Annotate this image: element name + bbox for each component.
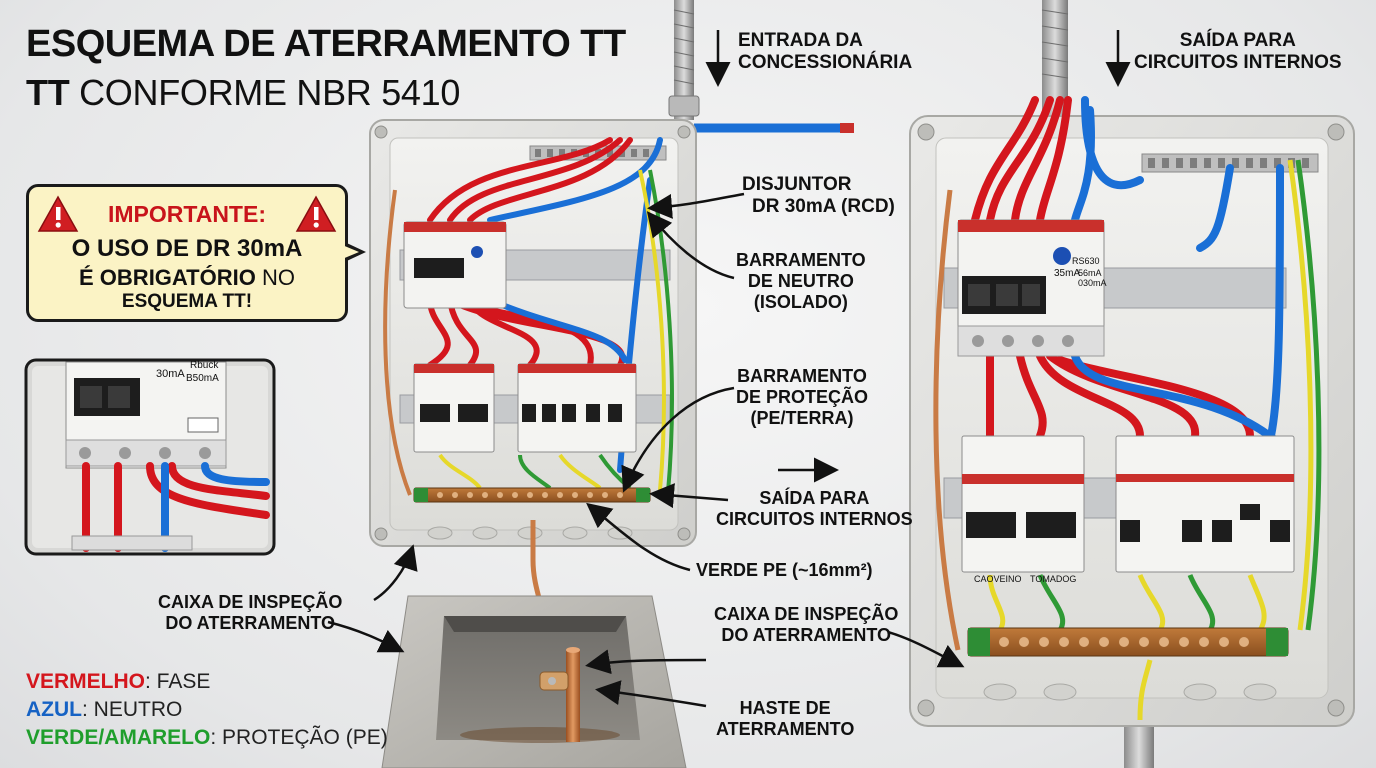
right-breaker-label2: TOMADOG xyxy=(1030,574,1077,584)
warning-line2-bold: É OBRIGATÓRIO xyxy=(79,265,256,290)
inset-sens-text: B50mA xyxy=(186,373,219,384)
grounding-rod xyxy=(566,650,580,742)
dr-zoom-inset xyxy=(24,358,276,556)
right-distribution-box xyxy=(909,0,1355,768)
warning-heading: IMPORTANTE: xyxy=(107,201,266,227)
legend-earth: VERDE/AMARELO: PROTEÇÃO (PE) xyxy=(26,726,388,750)
subtitle-rest: CONFORME NBR 5410 xyxy=(69,72,461,113)
right-breaker-label1: CAOVEINO xyxy=(974,574,1022,584)
left-distribution-box xyxy=(369,0,854,691)
legend-phase: VERMELHO: FASE xyxy=(26,670,210,694)
label-verde-pe: VERDE PE (~16mm²) xyxy=(696,560,873,580)
inset-brand-text: Rbuck xyxy=(190,360,219,371)
warning-line2-rest: NO xyxy=(255,265,295,290)
right-dr-rating1: 35mA xyxy=(1054,268,1081,279)
callout-arrows xyxy=(327,30,1131,708)
right-dr-rating2: 56mA xyxy=(1078,268,1102,278)
legend-value: : NEUTRO xyxy=(82,698,183,721)
page-title: ESQUEMA DE ATERRAMENTO TT xyxy=(26,23,626,65)
warning-line2: É OBRIGATÓRIO NO xyxy=(29,265,345,291)
legend-key: AZUL xyxy=(26,698,82,721)
warning-line3: ESQUEMA TT! xyxy=(121,291,253,312)
warning-pointer-fill xyxy=(335,242,359,262)
legend-value: : FASE xyxy=(145,670,211,693)
right-dr-rating3: 030mA xyxy=(1078,278,1107,288)
warning-icon xyxy=(37,195,79,232)
legend-neutral: AZUL: NEUTRO xyxy=(26,698,182,722)
left-conduit xyxy=(674,0,694,120)
subtitle-bold: TT xyxy=(26,72,70,113)
legend-key: VERMELHO xyxy=(26,670,146,693)
inset-rating-text: 30mA xyxy=(156,368,185,380)
inspection-pit xyxy=(381,595,687,768)
legend-key: VERDE/AMARELO xyxy=(26,726,211,749)
warning-icon xyxy=(295,195,337,232)
right-dr-code: RS630 xyxy=(1072,256,1100,266)
page-subtitle: TT CONFORME NBR 5410 xyxy=(26,72,460,114)
warning-line1: O USO DE DR 30mA xyxy=(71,235,303,262)
legend-value: : PROTEÇÃO (PE) xyxy=(210,726,388,749)
warning-callout: IMPORTANTE: O USO DE DR 30mA É OBRIGATÓR… xyxy=(26,184,348,322)
